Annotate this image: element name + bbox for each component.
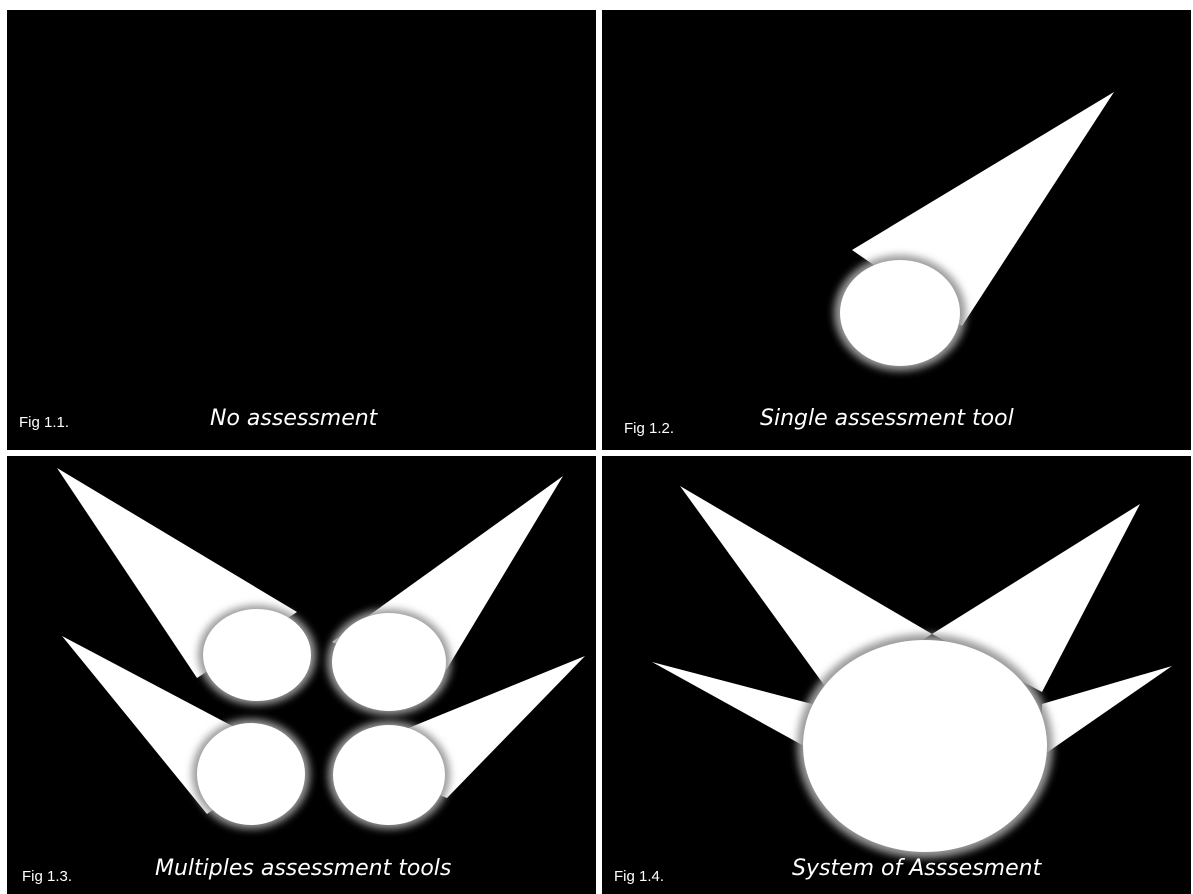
panel-caption: No assessment [210, 406, 377, 431]
fig-label: Fig 1.2. [624, 420, 674, 437]
fig-label: Fig 1.1. [19, 414, 69, 431]
fig-label: Fig 1.3. [22, 868, 72, 885]
fig-label: Fig 1.4. [614, 868, 664, 885]
panel-no-assessment: Fig 1.1. No assessment [7, 10, 596, 450]
panel-caption: Single assessment tool [760, 406, 1014, 431]
panel-system-of-assessment: Fig 1.4. System of Asssesment [602, 456, 1191, 894]
panel-multiple-assessments: Fig 1.3. Multiples assessment tools [7, 456, 596, 894]
panel-single-assessment: Fig 1.2. Single assessment tool [602, 10, 1191, 450]
spotlight-illustration [602, 10, 1191, 450]
spotlight-beam [834, 92, 1114, 371]
spotlight-beam-top-right [327, 476, 563, 715]
spotlights-illustration [7, 456, 596, 894]
panel-caption: System of Asssesment [792, 856, 1041, 881]
system-illustration [602, 456, 1191, 894]
panel-caption: Multiples assessment tools [155, 856, 451, 881]
combined-spotlight [797, 634, 1053, 858]
